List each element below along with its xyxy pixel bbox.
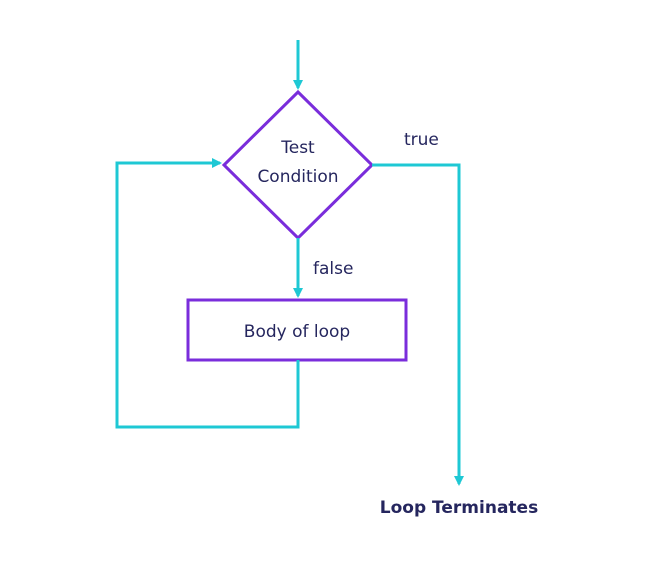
body-of-loop-label: Body of loop [244, 322, 350, 342]
true-label: true [404, 130, 439, 150]
true-branch-connector [372, 163, 464, 486]
condition-label-line1: Test [280, 138, 315, 158]
false-label: false [313, 259, 353, 279]
body-of-loop-box [186, 298, 408, 362]
condition-label-line2: Condition [257, 167, 338, 187]
loop-terminates-label: Loop Terminates [380, 498, 538, 518]
test-condition-diamond [221, 89, 375, 241]
loop-back-connector [115, 158, 300, 429]
